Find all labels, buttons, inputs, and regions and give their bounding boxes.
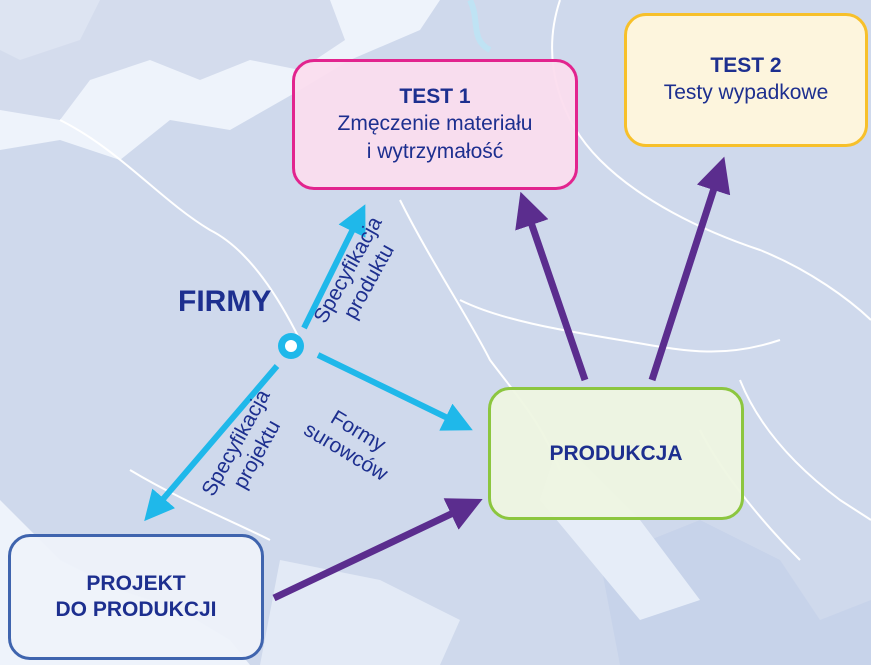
firmy-label: FIRMY (178, 285, 272, 318)
test1-box: TEST 1 Zmęczenie materiału i wytrzymałoś… (292, 59, 578, 190)
produkcja-title: PRODUKCJA (549, 441, 683, 465)
test2-box: TEST 2 Testy wypadkowe (624, 13, 868, 147)
test1-title: TEST 1 (399, 84, 471, 108)
ring-node-icon (278, 333, 304, 359)
arrow-produkcja-to-test1 (515, 191, 589, 382)
arrow-to-projekt (144, 364, 280, 522)
test2-title: TEST 2 (710, 54, 782, 77)
test1-line2: i wytrzymałość (366, 139, 504, 163)
projekt-line1: PROJEKT (86, 572, 186, 595)
projekt-line2: DO PRODUKCJI (55, 598, 217, 621)
test2-line1: Testy wypadkowe (663, 81, 829, 104)
arrow-to-produkcja (316, 352, 473, 431)
arrow-projekt-to-produkcja (272, 498, 483, 602)
projekt-box: PROJEKT DO PRODUKCJI (8, 534, 264, 660)
arrow-to-test1 (301, 204, 366, 330)
test1-line1: Zmęczenie materiału (337, 111, 533, 135)
arrow-produkcja-to-test2 (648, 156, 731, 382)
produkcja-box: PRODUKCJA (488, 387, 744, 520)
